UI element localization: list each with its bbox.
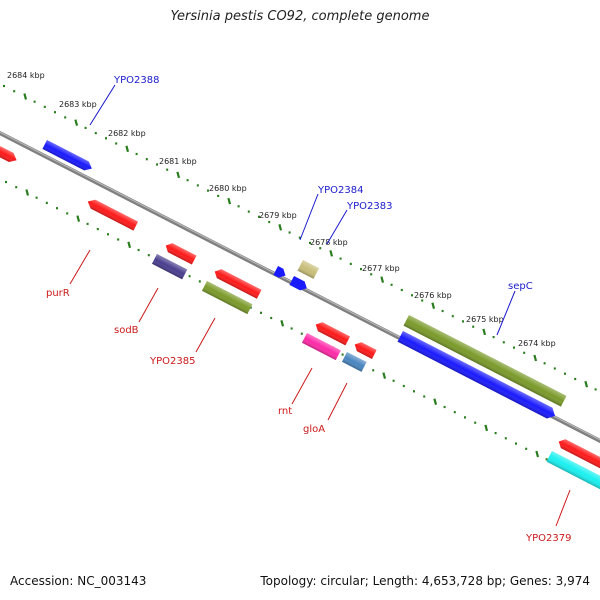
gene-YPO2383[interactable] (297, 260, 320, 279)
label-purR[interactable]: purR (46, 288, 70, 299)
label-YPO2383[interactable]: YPO2383 (346, 201, 392, 212)
inner-scale-ticks (5, 180, 599, 487)
scale-tick (278, 224, 283, 231)
kbp-label: 2674 kbp (518, 339, 556, 348)
gene-rnt-red[interactable] (313, 320, 351, 346)
label-sepC[interactable]: sepC (508, 281, 533, 292)
kbp-label: 2676 kbp (414, 291, 452, 300)
scale-tick (176, 171, 181, 179)
kbp-label: 2677 kbp (362, 264, 400, 273)
gene-purR[interactable] (85, 197, 139, 231)
scale-tick (433, 398, 438, 405)
map-title: Yersinia pestis CO92, complete genome (170, 9, 430, 24)
kbp-label: 2679 kbp (259, 211, 297, 220)
scale-tick (584, 380, 589, 388)
gene-red-tiny[interactable] (352, 340, 377, 359)
gene-YPO2388[interactable] (42, 140, 94, 173)
scale-tick (482, 328, 487, 336)
gene-YPO2384b[interactable] (289, 276, 309, 293)
gene-red-right[interactable] (556, 437, 600, 469)
scale-tick (329, 250, 334, 257)
kbp-label: 2680 kbp (209, 184, 247, 193)
kbp-label: 2678 kbp (310, 238, 348, 247)
gene-blue-long[interactable] (397, 331, 558, 421)
label-rnt[interactable]: rnt (278, 406, 292, 417)
gene-rnt[interactable] (301, 333, 341, 361)
scale-tick (76, 215, 81, 222)
gene-sepC[interactable] (403, 315, 567, 407)
kbp-label: 2682 kbp (108, 129, 146, 138)
kbp-label: 2684 kbp (7, 71, 45, 80)
accession-text: Accession: NC_003143 (10, 574, 147, 588)
gene-gloA[interactable] (341, 352, 367, 372)
gene-YPO2385[interactable] (201, 281, 253, 315)
kbp-label: 2681 kbp (159, 157, 197, 166)
genome-summary-text: Topology: circular; Length: 4,653,728 bp… (260, 574, 590, 588)
label-YPO2379[interactable]: YPO2379 (525, 533, 571, 544)
scale-tick (125, 145, 130, 153)
scale-tick (533, 354, 538, 362)
label-gloA[interactable]: gloA (303, 424, 325, 435)
gene-YPO2384[interactable] (273, 266, 287, 280)
scale-tick (127, 241, 132, 249)
gene-labels: YPO2388 YPO2384 YPO2383 sepC purR sodB Y… (46, 75, 571, 544)
label-YPO2384[interactable]: YPO2384 (317, 185, 363, 196)
scale-tick (431, 302, 436, 309)
scale-tick (535, 450, 540, 458)
label-sodB[interactable]: sodB (114, 325, 139, 336)
label-YPO2385[interactable]: YPO2385 (149, 356, 195, 367)
scale-tick (380, 276, 385, 283)
kbp-label: 2683 kbp (59, 100, 97, 109)
scale-tick (74, 119, 79, 126)
scale-tick (280, 320, 285, 327)
scale-tick (227, 197, 232, 205)
gene-red-edge[interactable] (0, 143, 19, 165)
label-leader-lines (69, 84, 571, 527)
gene-YPO2379[interactable] (546, 451, 600, 490)
label-YPO2388[interactable]: YPO2388 (113, 75, 159, 86)
kbp-label: 2675 kbp (466, 315, 504, 324)
gene-red-mid[interactable] (212, 267, 262, 299)
kbp-labels: 2684 kbp 2683 kbp 2682 kbp 2681 kbp 2680… (7, 71, 556, 348)
gene-red-small[interactable] (163, 241, 197, 265)
scale-tick (484, 424, 489, 432)
gene-sodB[interactable] (151, 254, 188, 280)
scale-tick (23, 93, 28, 100)
scale-tick (25, 189, 30, 196)
scale-tick (382, 372, 387, 379)
outer-scale-ticks (3, 84, 597, 391)
gene-features (0, 140, 600, 490)
